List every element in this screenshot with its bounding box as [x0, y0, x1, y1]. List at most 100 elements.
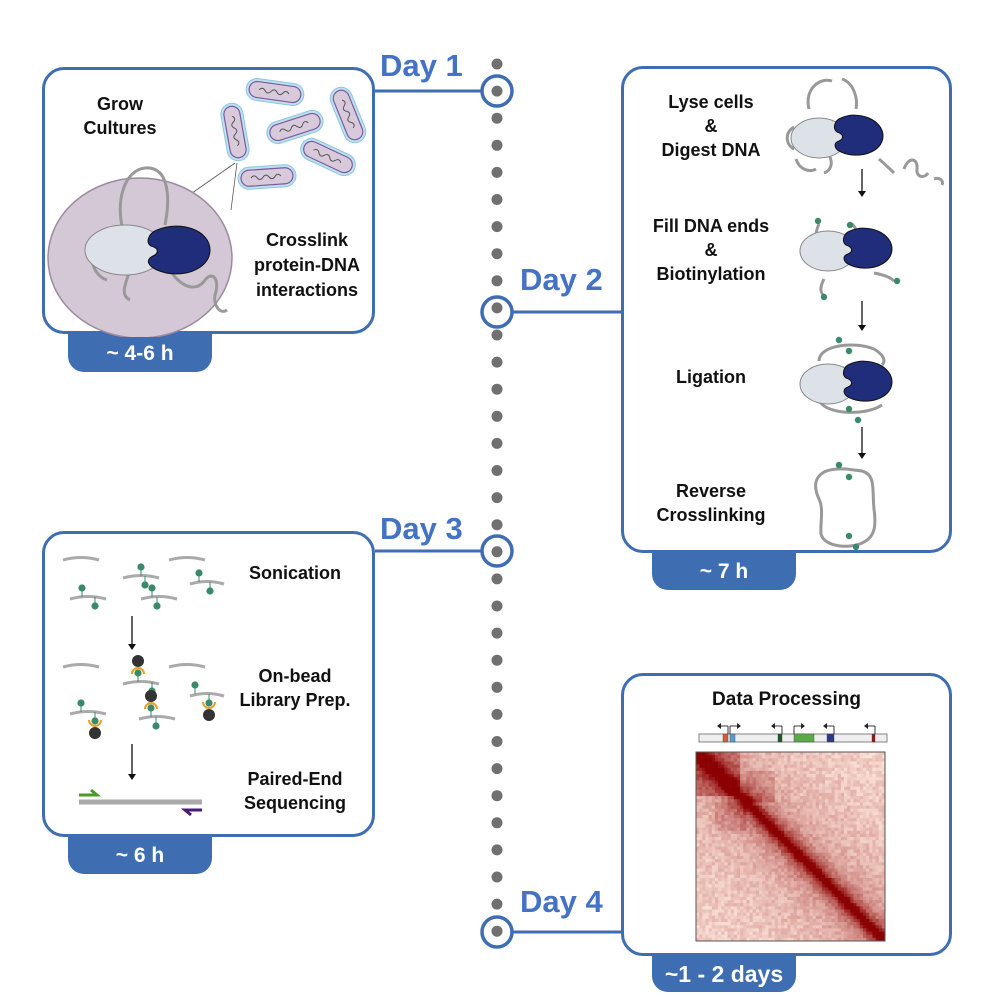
heatmap-cell — [809, 881, 813, 885]
heatmap-cell — [730, 918, 735, 923]
heatmap-cell — [774, 928, 779, 932]
heatmap-cell — [708, 903, 713, 907]
heatmap-cell — [699, 840, 703, 844]
heatmap-cell — [711, 903, 716, 907]
heatmap-cell — [847, 865, 851, 869]
heatmap-cell — [837, 792, 842, 797]
heatmap-cell — [702, 799, 706, 803]
heatmap-cell — [869, 774, 873, 778]
heatmap-cell — [699, 837, 703, 841]
heatmap-cell — [834, 770, 839, 775]
heatmap-cell — [840, 752, 845, 756]
heatmap-cell — [799, 799, 804, 803]
timeline-dot — [491, 194, 503, 205]
heatmap-cell — [771, 777, 776, 781]
heatmap-cell — [847, 862, 851, 866]
heatmap-cell — [856, 805, 861, 809]
heatmap-cell — [705, 909, 709, 913]
heatmap-cell — [862, 909, 867, 913]
heatmap-cell — [840, 931, 845, 935]
heatmap-cell — [844, 934, 848, 939]
heatmap-cell — [708, 881, 713, 885]
heatmap-cell — [869, 934, 873, 939]
heatmap-cell — [853, 752, 857, 756]
heatmap-cell — [702, 934, 706, 939]
heatmap-cell — [708, 796, 713, 800]
heatmap-cell — [815, 849, 820, 854]
timeline-dot — [491, 166, 503, 178]
heatmap-cell — [828, 783, 832, 787]
heatmap-cell — [724, 833, 728, 838]
heatmap-cell — [862, 815, 867, 819]
heatmap-cell — [837, 912, 842, 917]
heatmap-cell — [724, 878, 728, 882]
heatmap-cell — [872, 764, 876, 769]
heatmap-cell — [736, 758, 741, 762]
heatmap-cell — [822, 752, 826, 756]
heatmap-cell — [803, 849, 807, 854]
heatmap-cell — [803, 752, 807, 756]
heatmap-cell — [759, 761, 763, 765]
heatmap-cell — [765, 868, 769, 872]
heatmap-cell — [771, 789, 776, 794]
heatmap-cell — [809, 840, 813, 844]
heatmap-cell — [853, 780, 857, 784]
heatmap-cell — [856, 871, 861, 876]
heatmap-cell — [872, 783, 876, 787]
biotin-dot — [835, 461, 843, 469]
heatmap-cell — [850, 934, 854, 939]
heatmap-cell — [705, 811, 709, 816]
heatmap-cell — [806, 789, 810, 794]
heatmap-cell — [746, 849, 750, 854]
heatmap-cell — [847, 789, 851, 794]
heatmap-cell — [711, 752, 716, 756]
heatmap-cell — [837, 774, 842, 778]
heatmap-cell — [787, 777, 791, 781]
bead-icon — [132, 655, 144, 667]
heatmap-cell — [702, 890, 706, 895]
heatmap-cell — [721, 752, 725, 756]
heatmap-cell — [724, 792, 728, 797]
heatmap-cell — [840, 906, 845, 910]
gene-block — [793, 733, 815, 743]
heatmap-cell — [727, 878, 731, 882]
heatmap-cell — [844, 783, 848, 787]
heatmap-cell — [799, 805, 804, 809]
heatmap-cell — [862, 789, 867, 794]
heatmap-cell — [875, 903, 879, 907]
heatmap-cell — [699, 821, 703, 825]
heatmap-cell — [806, 855, 810, 860]
heatmap-cell — [718, 871, 722, 876]
heatmap-cell — [699, 783, 703, 787]
library-prep-illustration — [62, 556, 225, 817]
heatmap-cell — [749, 900, 753, 904]
heatmap-cell — [856, 827, 861, 832]
heatmap-cell — [752, 874, 757, 879]
heatmap-cell — [834, 808, 839, 813]
heatmap-cell — [856, 799, 861, 803]
heatmap-cell — [714, 862, 719, 866]
heatmap-cell — [781, 758, 785, 762]
heatmap-cell — [736, 808, 741, 813]
heatmap-cell — [875, 843, 879, 847]
heatmap-cell — [774, 896, 779, 901]
heatmap-cell — [759, 878, 763, 882]
heatmap-cell — [881, 928, 886, 932]
heatmap-cell — [803, 865, 807, 869]
heatmap-cell — [733, 786, 738, 791]
dna-fragment — [62, 556, 100, 562]
heatmap-cell — [705, 792, 709, 797]
heatmap-cell — [881, 887, 886, 891]
heatmap-cell — [806, 833, 810, 838]
heatmap-cell — [721, 843, 725, 847]
heatmap-cell — [711, 761, 716, 765]
heatmap-cell — [727, 815, 731, 819]
heatmap-cell — [844, 887, 848, 891]
heatmap-cell — [721, 837, 725, 841]
heatmap-cell — [727, 859, 731, 863]
heatmap-cell — [777, 792, 782, 797]
heatmap-cell — [771, 833, 776, 838]
heatmap-cell — [818, 909, 823, 913]
heatmap-cell — [881, 799, 886, 803]
heatmap-cell — [762, 780, 766, 784]
